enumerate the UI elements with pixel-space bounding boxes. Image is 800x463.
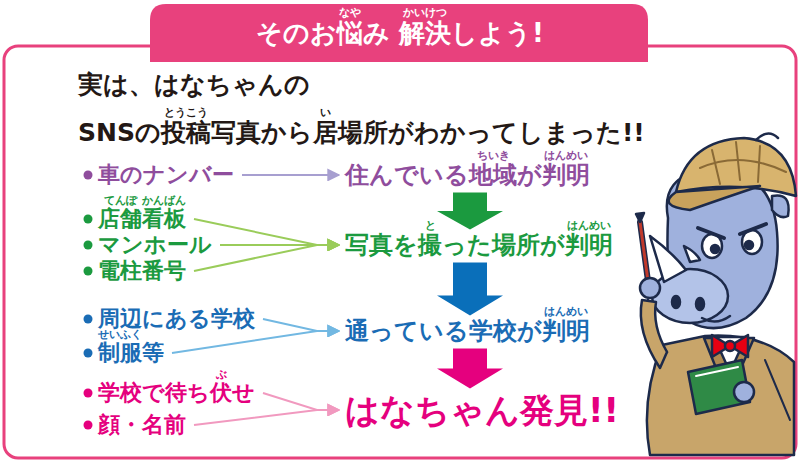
furigana: はんめい xyxy=(544,306,588,317)
block-arrow xyxy=(437,348,503,388)
node-text: マンホール xyxy=(98,232,212,258)
node-text: 電柱番号 xyxy=(98,258,186,284)
final-result: はなちゃん発見!! xyxy=(345,390,619,431)
title-text: そのお悩み 解決しよう! xyxy=(256,18,544,49)
connector-line xyxy=(194,219,339,245)
bullet-dot xyxy=(84,214,93,223)
result-text: 住んでいる地域が判明 xyxy=(345,161,590,190)
node-text: 車のナンバー xyxy=(98,162,234,188)
furigana: かんばん xyxy=(142,195,186,206)
header-tab xyxy=(150,4,648,62)
node-text: 通っている学校が判明 xyxy=(345,317,590,346)
furigana: てんぽ xyxy=(104,195,137,206)
furigana: かいけつ xyxy=(403,7,447,18)
node-text: 住んでいる地域が判明 xyxy=(345,161,590,190)
node-text: 学校で待ち伏せ xyxy=(98,380,255,406)
clue-item: 電柱番号 xyxy=(98,258,186,284)
furigana: とうこう xyxy=(164,107,208,118)
intro-text: 実は、はなちゃんの xyxy=(78,70,310,100)
connector-line xyxy=(242,174,339,176)
furigana: はんめい xyxy=(544,150,588,161)
block-arrow xyxy=(437,262,503,315)
bullets xyxy=(84,170,93,429)
node-text: 制服等 xyxy=(98,340,164,366)
result-text: 写真を撮った場所が判明 xyxy=(345,231,613,260)
panel-border xyxy=(4,46,796,458)
furigana: はんめい xyxy=(567,220,611,231)
clue-item: 学校で待ち伏せ xyxy=(98,380,255,406)
bullet-dot xyxy=(84,314,93,323)
bullet-dot xyxy=(84,240,93,249)
connector-line xyxy=(172,331,339,353)
connector-line xyxy=(194,410,339,425)
furigana: せいふく xyxy=(98,329,142,340)
clue-item: 顔・名前 xyxy=(98,412,186,438)
bullet-dot xyxy=(84,420,93,429)
rhino-illustration xyxy=(636,133,796,455)
furigana: と xyxy=(425,220,436,231)
connector-line xyxy=(263,319,339,331)
bullet-dot xyxy=(84,348,93,357)
bullet-dot xyxy=(84,388,93,397)
clue-item: 店舗看板 xyxy=(98,206,186,232)
furigana: ちいき xyxy=(477,150,510,161)
furigana: ぶ xyxy=(216,369,227,380)
bullet-dot xyxy=(84,266,93,275)
clue-item: 制服等 xyxy=(98,340,164,366)
node-text: はなちゃん発見!! xyxy=(345,390,619,431)
bullet-dot xyxy=(84,170,93,179)
node-text: 顔・名前 xyxy=(98,412,186,438)
intro-text: SNSの投稿写真から居場所がわかってしまった!! xyxy=(78,118,645,148)
furigana: い xyxy=(320,107,331,118)
connector-line xyxy=(194,245,339,271)
block-arrow xyxy=(437,192,503,229)
connector-line xyxy=(263,393,339,410)
furigana: なや xyxy=(339,7,361,18)
clue-item: マンホール xyxy=(98,232,212,258)
node-text: 店舗看板 xyxy=(98,206,186,232)
result-text: 通っている学校が判明 xyxy=(345,317,590,346)
node-text: 写真を撮った場所が判明 xyxy=(345,231,613,260)
clue-item: 車のナンバー xyxy=(98,162,234,188)
